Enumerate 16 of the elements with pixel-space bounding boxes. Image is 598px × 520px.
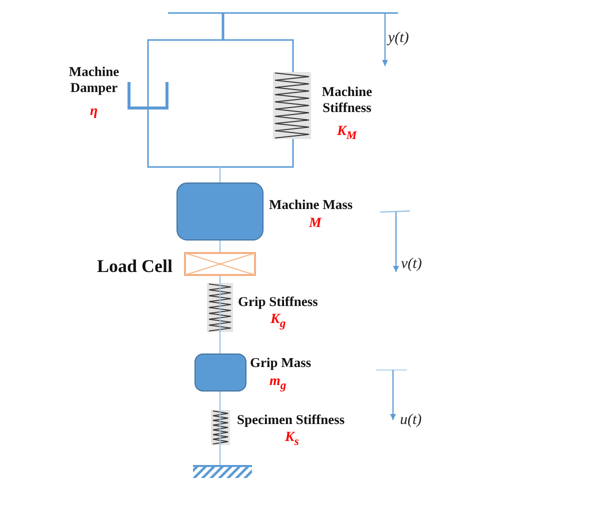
parameter-symbol: K$_{s}$ xyxy=(285,430,299,448)
parameter-symbol: η xyxy=(90,104,98,120)
parameter-symbol: m$_{g}$ xyxy=(270,374,286,392)
component-label: Machine Stiffness xyxy=(320,84,374,116)
component-label: Machine Mass xyxy=(269,197,353,213)
displacement-label: u(t) xyxy=(400,412,422,430)
component-label: Grip Stiffness xyxy=(238,294,318,310)
displacement-label: v(t) xyxy=(401,256,422,274)
component-label: Machine Damper xyxy=(68,64,120,96)
component-label: Specimen Stiffness xyxy=(237,412,345,428)
parameter-symbol: K$_{M}$ xyxy=(337,124,357,142)
component-label: Grip Mass xyxy=(250,355,312,371)
displacement-label: y(t) xyxy=(388,30,409,48)
component-label: Load Cell xyxy=(97,256,173,277)
parameter-symbol: M xyxy=(309,216,322,232)
parameter-symbol: K$_{g}$ xyxy=(270,312,286,330)
